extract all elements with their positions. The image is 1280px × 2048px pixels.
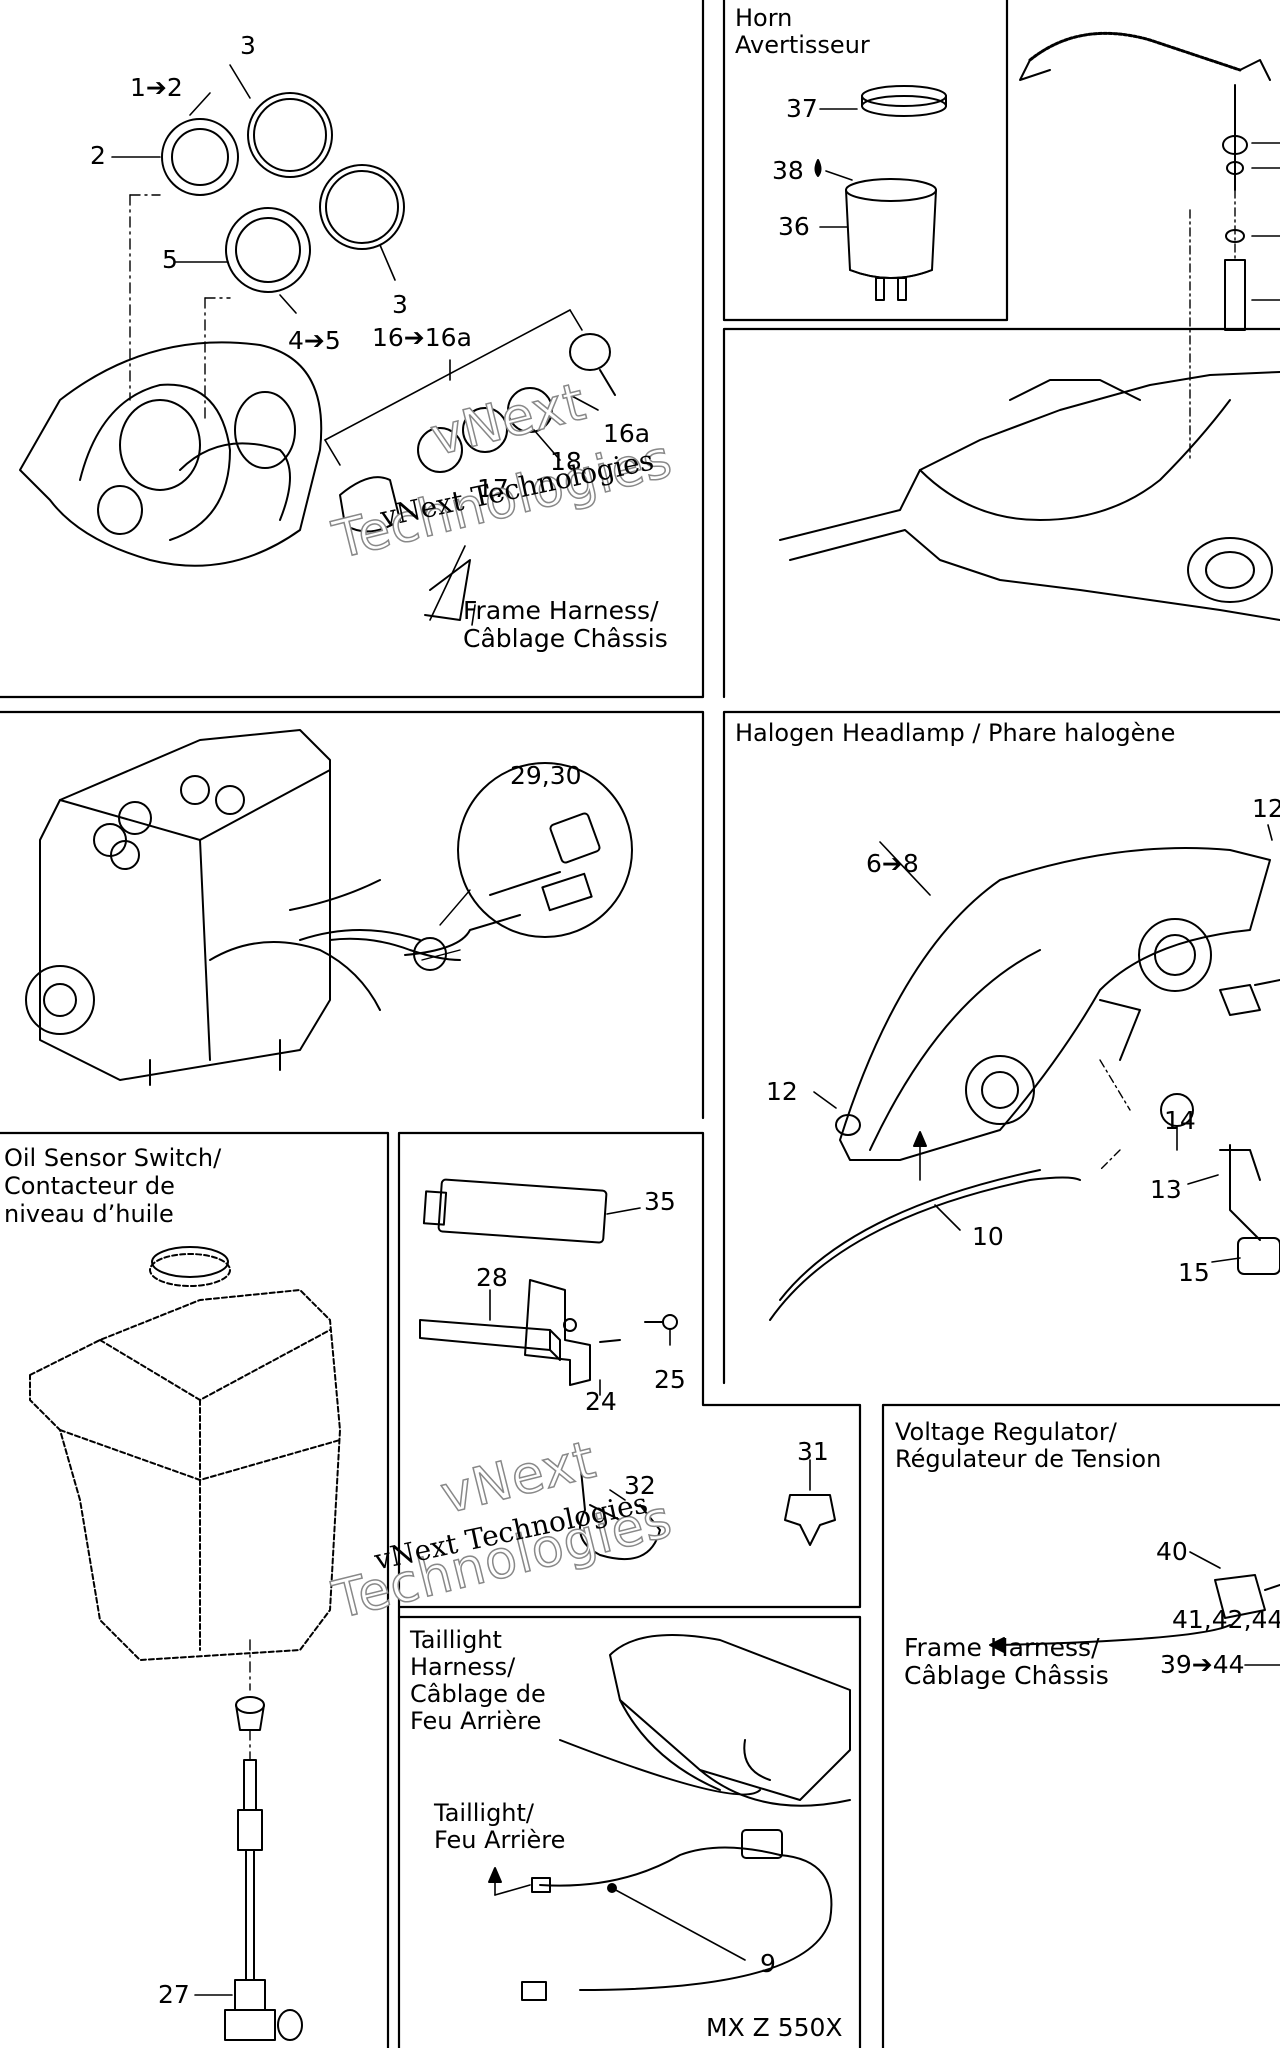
frame-parts	[399, 1133, 860, 2048]
horn-title-line2: Avertisseur	[735, 31, 870, 59]
frame-gauges	[0, 0, 703, 697]
frame-regulator	[883, 1405, 1280, 2048]
callout-38: 38	[772, 156, 804, 185]
taillight-title-line1: Taillight	[410, 1626, 502, 1654]
callout-3-top: 3	[240, 31, 256, 60]
frame-oil	[0, 1133, 388, 2048]
callout-24: 24	[585, 1387, 617, 1416]
frame-horn	[724, 0, 1007, 320]
callout-16-to-16a: 16➔16a	[372, 323, 472, 352]
oil-sensor-drawing	[152, 1247, 302, 2040]
regulator-title-line2: Régulateur de Tension	[895, 1445, 1162, 1473]
callout-17: 17	[477, 474, 509, 503]
callout-27: 27	[158, 1980, 190, 2009]
headlamp-drawing	[770, 825, 1280, 1320]
headlamp-title: Halogen Headlamp / Phare halogène	[735, 719, 1176, 747]
oil-title-line2: Contacteur de	[4, 1172, 175, 1200]
callout-1-to-2: 1➔2	[130, 73, 183, 102]
callout-12-top: 12	[1252, 794, 1280, 823]
callout-5: 5	[162, 245, 178, 274]
callout-36: 36	[778, 212, 810, 241]
hood-drawing	[780, 33, 1280, 620]
taillight-title-line2: Harness/	[410, 1653, 516, 1681]
callout-10: 10	[972, 1222, 1004, 1251]
gauge-cluster-drawing	[20, 65, 615, 625]
oil-title-line1: Oil Sensor Switch/	[4, 1144, 222, 1172]
gauges-harness-line2: Câblage Châssis	[463, 624, 668, 653]
model-label: MX Z 550X	[706, 2013, 843, 2042]
regulator-title-line1: Voltage Regulator/	[895, 1418, 1117, 1446]
clip-drawing	[580, 1460, 835, 1559]
callout-9: 9	[760, 1949, 776, 1978]
callout-37: 37	[786, 94, 818, 123]
horn-title-line1: Horn	[735, 4, 793, 32]
frame-taillight	[399, 1617, 860, 2048]
taillight-sub-line1: Taillight/	[434, 1799, 535, 1827]
callout-4-to-5: 4➔5	[288, 326, 341, 355]
frame-engine	[0, 712, 703, 1118]
frame-headlamp	[724, 712, 1280, 1383]
callout-40: 40	[1156, 1537, 1188, 1566]
callout-28: 28	[476, 1263, 508, 1292]
taillight-title-line4: Feu Arrière	[410, 1707, 542, 1735]
callout-39-to-44: 39➔44	[1160, 1650, 1245, 1679]
regulator-harness-line1: Frame Harness/	[904, 1633, 1100, 1662]
taillight-sub-line2: Feu Arrière	[434, 1826, 566, 1854]
callout-14: 14	[1164, 1106, 1196, 1135]
gauges-harness-line1: Frame Harness/	[463, 596, 659, 625]
engine-drawing	[26, 730, 632, 1085]
frame-snowmobile	[724, 329, 1280, 697]
oil-title-line3: niveau d’huile	[4, 1200, 174, 1228]
regulator-drawing	[990, 1552, 1280, 1665]
taillight-drawing	[489, 1635, 850, 2000]
parts-drawing	[420, 1179, 677, 1395]
regulator-harness-line2: Câblage Châssis	[904, 1661, 1109, 1690]
callout-2: 2	[90, 141, 106, 170]
callout-32: 32	[624, 1471, 656, 1500]
callout-29-30: 29,30	[510, 761, 582, 790]
horn-drawing	[816, 86, 947, 300]
callout-25: 25	[654, 1365, 686, 1394]
callout-3-lower: 3	[392, 290, 408, 319]
callout-15: 15	[1178, 1258, 1210, 1287]
callout-12: 12	[766, 1077, 798, 1106]
callout-6-to-8: 6➔8	[866, 849, 919, 878]
callout-18: 18	[550, 447, 582, 476]
callout-31: 31	[797, 1437, 829, 1466]
taillight-title-line3: Câblage de	[410, 1680, 546, 1708]
callout-41-42-44: 41,42,44	[1172, 1605, 1280, 1634]
callout-13: 13	[1150, 1175, 1182, 1204]
callout-35: 35	[644, 1187, 676, 1216]
callout-16a: 16a	[603, 419, 651, 448]
oil-tank-drawing	[30, 1254, 340, 1660]
